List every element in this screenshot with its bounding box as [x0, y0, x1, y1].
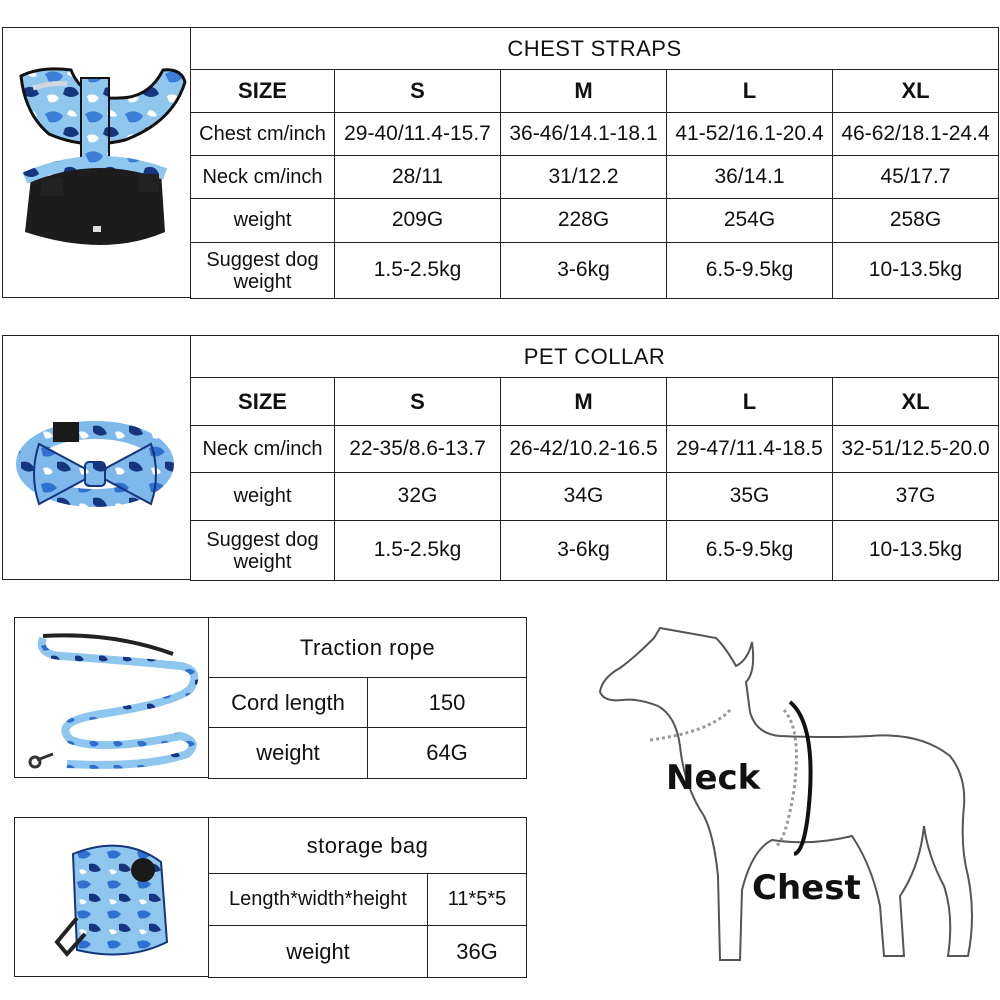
chest-label: Chest [752, 868, 861, 908]
table-cell: 258G [832, 198, 999, 243]
harness-image [19, 67, 187, 245]
collar-image-cell [2, 335, 191, 580]
table-cell: 254G [666, 198, 833, 243]
size-s-header: S [334, 69, 501, 113]
table-row: Chest cm/inch 29-40/11.4-15.7 36-46/14.1… [190, 112, 999, 156]
table-row: Length*width*height 11*5*5 [208, 873, 528, 926]
table-row: Suggest dog weight 1.5-2.5kg 3-6kg 6.5-9… [190, 520, 1000, 581]
size-s-header: S [334, 377, 501, 426]
table-cell: 64G [367, 727, 527, 779]
row-label: Neck cm/inch [190, 425, 335, 473]
pet-collar-title: PET COLLAR [189, 335, 1000, 378]
table-cell: 46-62/18.1-24.4 [832, 112, 999, 156]
table-cell: 1.5-2.5kg [334, 242, 501, 299]
storage-bag-image-cell [14, 817, 209, 977]
size-m-header: M [500, 377, 667, 426]
table-cell: 22-35/8.6-13.7 [334, 425, 501, 473]
row-label: Suggest dog weight [190, 520, 335, 581]
table-cell: 41-52/16.1-20.4 [666, 112, 833, 156]
table-row: weight 209G 228G 254G 258G [190, 198, 999, 243]
row-label: Cord length [208, 677, 368, 728]
table-cell: 209G [334, 198, 501, 243]
table-row: Cord length 150 [208, 677, 527, 728]
table-row: weight 64G [208, 727, 527, 779]
size-l-header: L [666, 377, 833, 426]
table-row: Neck cm/inch 22-35/8.6-13.7 26-42/10.2-1… [190, 425, 1000, 473]
chest-measure-ring [788, 700, 813, 856]
row-label: weight [190, 198, 335, 243]
table-cell: 35G [666, 472, 833, 521]
neck-label: Neck [666, 758, 761, 798]
size-xl-header: XL [832, 69, 999, 113]
table-cell: 150 [367, 677, 527, 728]
table-cell: 1.5-2.5kg [334, 520, 501, 581]
size-l-header: L [666, 69, 833, 113]
table-row: weight 36G [208, 925, 528, 978]
dog-outline [598, 626, 973, 961]
table-cell: 10-13.5kg [832, 242, 999, 299]
table-cell: 37G [831, 472, 1000, 521]
row-label: Chest cm/inch [190, 112, 335, 156]
table-row: weight 32G 34G 35G 37G [190, 472, 1000, 521]
chest-straps-table: CHEST STRAPS SIZE S M L XL Chest cm/inch… [190, 27, 999, 299]
table-cell: 28/11 [334, 155, 501, 199]
row-label: weight [190, 472, 335, 521]
table-cell: 29-40/11.4-15.7 [334, 112, 501, 156]
table-cell: 36G [426, 925, 528, 978]
table-cell: 3-6kg [500, 520, 667, 581]
pet-collar-table: PET COLLAR SIZE S M L XL Neck cm/inch 22… [189, 335, 1000, 581]
table-cell: 45/17.7 [832, 155, 999, 199]
traction-rope-title: Traction rope [208, 617, 527, 678]
table-cell: 26-42/10.2-16.5 [500, 425, 667, 473]
storage-bag-table: storage bag Length*width*height 11*5*5 w… [207, 817, 528, 978]
table-cell: 6.5-9.5kg [666, 520, 833, 581]
table-cell: 3-6kg [500, 242, 667, 299]
table-cell: 228G [500, 198, 667, 243]
collar-image [16, 421, 174, 507]
table-cell: 29-47/11.4-18.5 [666, 425, 833, 473]
harness-image-cell [2, 27, 191, 298]
size-header: SIZE [190, 377, 335, 426]
table-cell: 31/12.2 [500, 155, 667, 199]
table-cell: 32G [334, 472, 501, 521]
storage-bag-image [54, 844, 169, 958]
table-cell: 10-13.5kg [831, 520, 1000, 581]
table-cell: 11*5*5 [426, 873, 528, 926]
size-xl-header: XL [831, 377, 1000, 426]
row-label: Length*width*height [208, 873, 428, 926]
dog-measurement-diagram: Neck Chest [590, 610, 990, 990]
table-cell: 6.5-9.5kg [666, 242, 833, 299]
leash-image [28, 633, 199, 769]
table-cell: 36/14.1 [666, 155, 833, 199]
table-cell: 32-51/12.5-20.0 [831, 425, 1000, 473]
table-cell: 36-46/14.1-18.1 [500, 112, 667, 156]
table-row: Neck cm/inch 28/11 31/12.2 36/14.1 45/17… [190, 155, 999, 199]
row-label: weight [208, 925, 428, 978]
table-cell: 34G [500, 472, 667, 521]
row-label: weight [208, 727, 368, 779]
size-header: SIZE [190, 69, 335, 113]
row-label: Suggest dog weight [190, 242, 335, 299]
storage-bag-title: storage bag [207, 817, 528, 874]
chest-straps-title: CHEST STRAPS [190, 27, 999, 70]
table-row: Suggest dog weight 1.5-2.5kg 3-6kg 6.5-9… [190, 242, 999, 299]
row-label: Neck cm/inch [190, 155, 335, 199]
size-m-header: M [500, 69, 667, 113]
traction-rope-table: Traction rope Cord length 150 weight 64G [208, 617, 527, 779]
leash-image-cell [14, 617, 209, 778]
